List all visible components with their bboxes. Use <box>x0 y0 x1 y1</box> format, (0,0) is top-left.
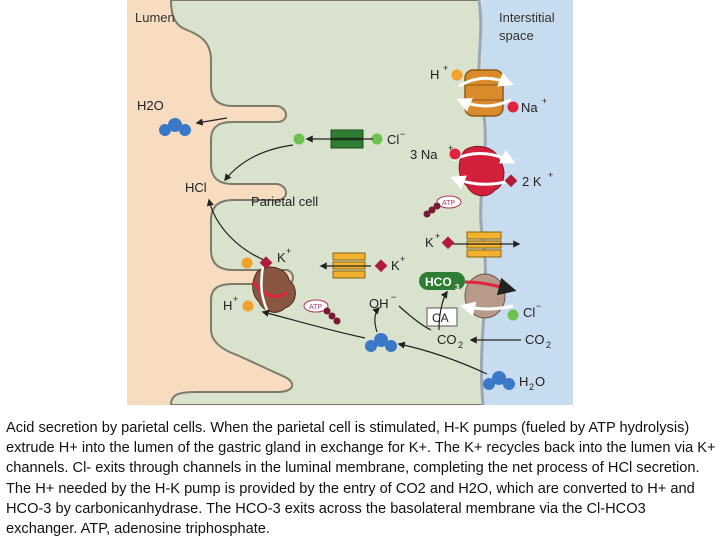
plus-sign: + <box>286 246 291 256</box>
k2-label: 2 K <box>522 174 542 189</box>
subscript-3: 3 <box>455 283 460 292</box>
na-ion-dot <box>507 101 519 113</box>
interstitial-label-2: space <box>499 28 534 43</box>
k-ion-diamond <box>374 259 388 273</box>
subscript-2: 2 <box>546 340 551 350</box>
k-label-lumen: K <box>391 258 400 273</box>
h2o-lumen-label: H2O <box>137 98 164 113</box>
h-ion-dot-lumen-2 <box>242 300 254 312</box>
k-label-baso: K <box>425 235 434 250</box>
plus-sign: + <box>548 170 553 180</box>
lumen-label: Lumen <box>135 10 175 25</box>
plus-sign: + <box>400 254 405 264</box>
co2-out-label: CO <box>525 332 545 347</box>
minus-sign: − <box>536 301 541 311</box>
cell-label: Parietal cell <box>251 194 318 209</box>
water-molecule-lumen <box>159 118 191 136</box>
h-k-atpase <box>251 265 296 313</box>
ca-label: CA <box>432 311 449 325</box>
interstitial-label-1: Interstitial <box>499 10 555 25</box>
k-ion-diamond <box>441 236 455 250</box>
plus-sign: + <box>542 96 547 106</box>
cl-ion-dot-lumen <box>293 133 305 145</box>
hcl-arrow-cl <box>224 144 294 182</box>
subscript-2: 2 <box>458 340 463 350</box>
interstitial-region <box>482 0 573 405</box>
water-molecule-interstitial <box>483 371 515 390</box>
plus-sign: + <box>233 294 238 304</box>
water-molecule-cell <box>365 333 397 352</box>
cl-ion-dot-baso <box>507 309 519 321</box>
na-label-right: Na <box>521 100 538 115</box>
h2o-bottom-o: O <box>535 374 545 389</box>
atp-molecule-lower <box>303 299 341 325</box>
cl-ion-dot-cell <box>371 133 383 145</box>
hcl-label: HCl <box>185 180 207 195</box>
plus-sign: + <box>443 63 448 73</box>
k-label-hk: K <box>277 250 286 265</box>
na-ion-dot-3 <box>449 148 461 160</box>
na3-label: 3 Na <box>410 147 438 162</box>
h-arrow <box>261 309 366 339</box>
cl-channel <box>330 129 364 149</box>
water-arrow <box>195 117 228 126</box>
hco3-label-box <box>419 272 465 290</box>
diagram-svg: Lumen Interstitial space Parietal cell H… <box>127 0 573 406</box>
hcl-arrow-h <box>206 198 270 263</box>
atp-label-upper: ATP <box>442 200 455 207</box>
na-h-exchanger <box>456 69 514 117</box>
h-ion-dot <box>451 69 463 81</box>
parietal-cell-diagram: Lumen Interstitial space Parietal cell H… <box>127 0 573 406</box>
water-entry-arrow <box>397 341 488 375</box>
h2o-bottom-h: H <box>519 374 528 389</box>
plus-sign: + <box>435 231 440 241</box>
ca-enzyme-box <box>426 307 458 327</box>
oh-arrow <box>372 306 381 333</box>
cl-label-baso: Cl <box>523 305 535 320</box>
ca-reaction-line <box>398 305 432 331</box>
plus-sign: + <box>448 143 453 153</box>
subscript-2: 2 <box>529 382 534 392</box>
k-channel-luminal <box>319 252 371 279</box>
minus-sign: − <box>391 292 396 302</box>
hco3-label: HCO <box>425 275 452 289</box>
k-channel-basolateral <box>453 231 521 258</box>
h-ion-dot-lumen <box>241 257 253 269</box>
hco3-arrow <box>438 290 448 331</box>
cl-label-top: Cl <box>387 132 399 147</box>
h-label-lumen: H <box>223 298 232 313</box>
figure-caption: Acid secretion by parietal cells. When t… <box>6 420 716 538</box>
atp-molecule-upper <box>423 195 462 218</box>
h-label-top: H <box>430 67 439 82</box>
cl-hco3-exchanger <box>460 273 517 319</box>
atp-label-lower: ATP <box>309 304 322 311</box>
co2-in-label: CO <box>437 332 457 347</box>
k-ion-diamond <box>259 256 273 270</box>
minus-sign: − <box>400 129 405 139</box>
